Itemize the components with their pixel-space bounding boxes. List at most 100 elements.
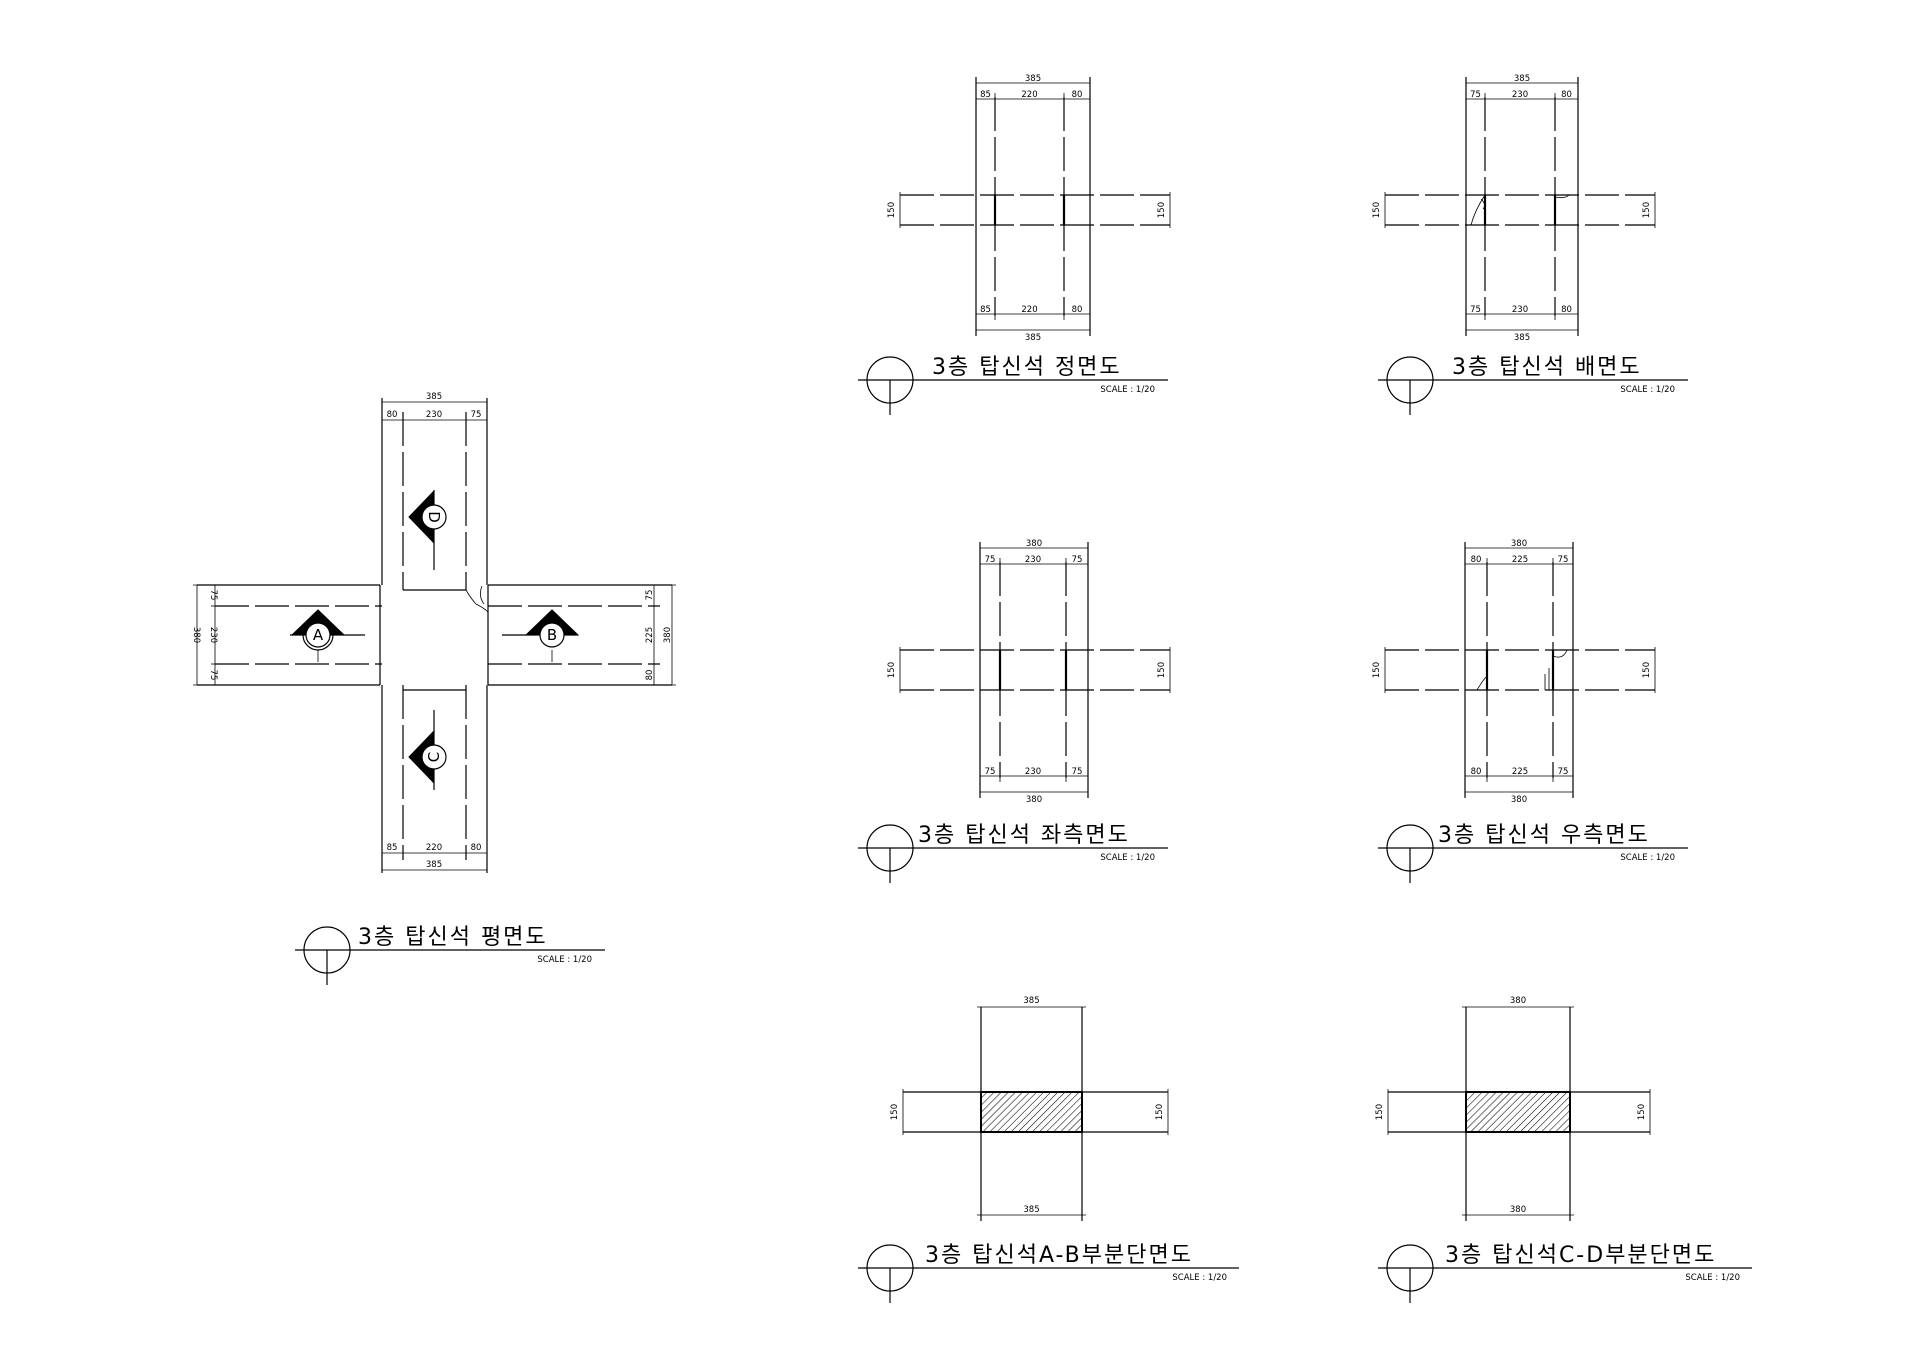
bottom-part-dim: 75: [1072, 767, 1083, 777]
bottom-total-dim: 380: [1511, 795, 1527, 805]
plan-dim-left-3: 75: [208, 670, 218, 681]
view-scale: SCALE : 1/20: [1620, 853, 1675, 863]
plan-dim-bottom-2: 220: [426, 843, 442, 853]
elevation-view-3: 380 75 230 75 75 230 75 380 150 150 3층 탑신석 좌측면도 SCA…: [858, 539, 1171, 883]
view-title: 3층 탑신석 좌측면도: [918, 823, 1130, 848]
section-scale: SCALE : 1/20: [1172, 1273, 1227, 1283]
section-marker-d: D: [408, 489, 447, 570]
bottom-total-dim: 385: [1514, 333, 1530, 343]
view-scale: SCALE : 1/20: [1100, 853, 1155, 863]
section-title: 3층 탑신석C-D부분단면도: [1445, 1243, 1716, 1268]
top-part-dim: 75: [985, 555, 996, 565]
section-marker-b: B: [502, 609, 580, 662]
bottom-part-dim: 230: [1025, 767, 1041, 777]
bottom-part-dim: 80: [1072, 305, 1083, 315]
section-title: 3층 탑신석A-B부분단면도: [925, 1243, 1193, 1268]
plan-title-block: 3층 탑신석 평면도 SCALE : 1/20: [295, 925, 605, 985]
top-part-dim: 75: [1470, 90, 1481, 100]
marker-label-a: A: [313, 626, 324, 644]
plan-dim-right-3: 80: [645, 670, 655, 681]
view-title: 3층 탑신석 정면도: [932, 355, 1122, 380]
plan-dim-top-3: 75: [471, 410, 482, 420]
height-right-dim: 150: [1642, 662, 1652, 678]
bottom-part-dim: 75: [985, 767, 996, 777]
height-right-dim: 150: [1637, 1104, 1647, 1120]
top-part-dim: 80: [1561, 90, 1572, 100]
height-right-dim: 150: [1642, 202, 1652, 218]
bottom-part-dim: 225: [1512, 767, 1528, 777]
hatched-section: [1465, 1091, 1571, 1133]
bottom-part-dim: 85: [980, 305, 991, 315]
bottom-part-dim: 75: [1558, 767, 1569, 777]
view-title-block: 3층 탑신석 배면도 SCALE : 1/20: [1378, 355, 1688, 415]
plan-title: 3층 탑신석 평면도: [358, 925, 548, 950]
plan-dim-top-1: 80: [387, 410, 398, 420]
view-title-block: 3층 탑신석 정면도 SCALE : 1/20: [858, 355, 1168, 415]
plan-dim-right-total: 380: [663, 627, 673, 643]
view-title-block: 3층 탑신석 좌측면도 SCALE : 1/20: [858, 823, 1168, 883]
bottom-part-dim: 230: [1512, 305, 1528, 315]
plan-dim-left-2: 230: [208, 627, 218, 643]
height-left-dim: 150: [887, 662, 897, 678]
bottom-total-dim: 380: [1510, 1205, 1526, 1215]
height-right-dim: 150: [1157, 662, 1167, 678]
top-part-dim: 75: [1072, 555, 1083, 565]
section-marker-a: A: [290, 609, 365, 662]
top-total-dim: 385: [1025, 74, 1041, 84]
section-title-block: 3층 탑신석A-B부분단면도 SCALE : 1/20: [858, 1243, 1239, 1303]
bottom-part-dim: 75: [1470, 305, 1481, 315]
marker-label-d: D: [425, 511, 443, 523]
bottom-part-dim: 220: [1021, 305, 1037, 315]
plan-view: 385 80 230 75 85 220 80 385 380 75 230 7…: [191, 392, 676, 985]
top-part-dim: 220: [1021, 90, 1037, 100]
top-part-dim: 75: [1558, 555, 1569, 565]
top-total-dim: 380: [1026, 539, 1042, 549]
plan-dim-left-total: 380: [191, 627, 201, 643]
plan-dim-bottom-1: 85: [387, 843, 398, 853]
bottom-total-dim: 380: [1026, 795, 1042, 805]
plan-dim-right-2: 225: [645, 627, 655, 643]
top-part-dim: 85: [980, 90, 991, 100]
height-right-dim: 150: [1157, 202, 1167, 218]
top-part-dim: 230: [1512, 90, 1528, 100]
plan-dim-right-1: 75: [645, 590, 655, 601]
bottom-part-dim: 80: [1561, 305, 1572, 315]
height-left-dim: 150: [1375, 1104, 1385, 1120]
plan-dim-top-2: 230: [426, 410, 442, 420]
height-right-dim: 150: [1155, 1104, 1165, 1120]
view-title: 3층 탑신석 배면도: [1452, 355, 1642, 380]
section-view-2: 380 380 150 150 3층 탑신석C-D부분단면도 SCALE : 1/20: [1375, 996, 1752, 1303]
height-left-dim: 150: [887, 202, 897, 218]
elevation-view-1: 385 85 220 80 85 220 80 385 150 150 3층 탑신석 정면도 SCAL…: [858, 74, 1171, 415]
bottom-total-dim: 385: [1023, 1205, 1039, 1215]
hatched-section: [980, 1091, 1083, 1133]
view-title-block: 3층 탑신석 우측면도 SCALE : 1/20: [1378, 823, 1688, 883]
view-scale: SCALE : 1/20: [1620, 385, 1675, 395]
plan-dim-left-1: 75: [208, 590, 218, 601]
top-total-dim: 385: [1514, 74, 1530, 84]
section-title-block: 3층 탑신석C-D부분단면도 SCALE : 1/20: [1378, 1243, 1752, 1303]
plan-dim-bottom-3: 80: [471, 843, 482, 853]
plan-dim-top-total: 385: [426, 392, 442, 402]
top-total-dim: 380: [1511, 539, 1527, 549]
view-scale: SCALE : 1/20: [1100, 385, 1155, 395]
plan-scale: SCALE : 1/20: [537, 955, 592, 965]
top-total-dim: 380: [1510, 996, 1526, 1006]
plan-dim-bottom-total: 385: [426, 860, 442, 870]
top-part-dim: 230: [1025, 555, 1041, 565]
height-left-dim: 150: [1372, 662, 1382, 678]
marker-label-c: C: [425, 752, 443, 762]
bottom-part-dim: 80: [1471, 767, 1482, 777]
section-scale: SCALE : 1/20: [1685, 1273, 1740, 1283]
top-part-dim: 80: [1072, 90, 1083, 100]
elevation-views: 385 85 220 80 85 220 80 385 150 150 3층 탑신석 정면도 SCAL…: [858, 74, 1688, 883]
bottom-total-dim: 385: [1025, 333, 1041, 343]
view-title: 3층 탑신석 우측면도: [1438, 823, 1650, 848]
section-marker-c: C: [408, 710, 447, 790]
top-total-dim: 385: [1023, 996, 1039, 1006]
